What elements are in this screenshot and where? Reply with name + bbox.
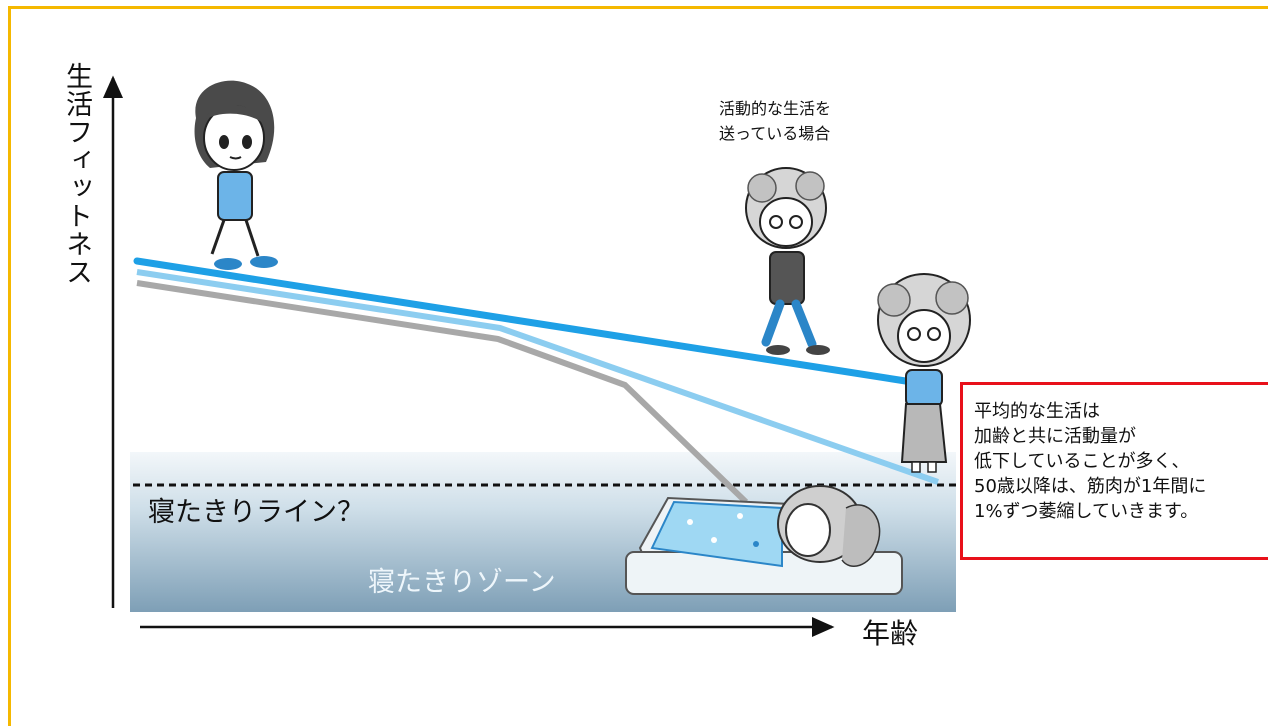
average-line	[136, 269, 939, 485]
active-note-line-2: 送っている場合	[719, 124, 831, 143]
x-axis-label: 年齢	[862, 617, 919, 650]
declining-line	[136, 280, 749, 505]
young-woman-figure	[194, 80, 278, 270]
average-note-line-2: 加齢と共に活動量が	[974, 426, 1136, 447]
y-axis-label: 生活フィットネス	[61, 62, 92, 286]
bedridden-zone-label: 寝たきりゾーン	[368, 567, 556, 598]
bedridden-line-label: 寝たきりライン？	[148, 497, 364, 528]
figure-frame	[8, 6, 1268, 726]
bedridden-person-figure	[625, 485, 903, 595]
active-note-line-1: 活動的な生活を	[719, 99, 832, 118]
elderly-woman-figure	[877, 273, 971, 473]
fitness-diagram	[103, 75, 971, 637]
active-elderly-man-figure	[745, 167, 830, 355]
average-note-line-5: 1%ずつ萎縮していきます。	[974, 501, 1199, 522]
average-lifestyle-note: 平均的な生活は 加齢と共に活動量が 低下していることが多く、 50歳以降は、筋肉…	[960, 382, 1268, 560]
active-lifestyle-note: 活動的な生活を 送っている場合	[719, 96, 831, 146]
average-note-line-1: 平均的な生活は	[974, 401, 1100, 422]
average-note-line-4: 50歳以降は、筋肉が1年間に	[974, 476, 1207, 497]
average-note-line-3: 低下していることが多く、	[974, 451, 1190, 472]
active-line	[133, 257, 916, 386]
